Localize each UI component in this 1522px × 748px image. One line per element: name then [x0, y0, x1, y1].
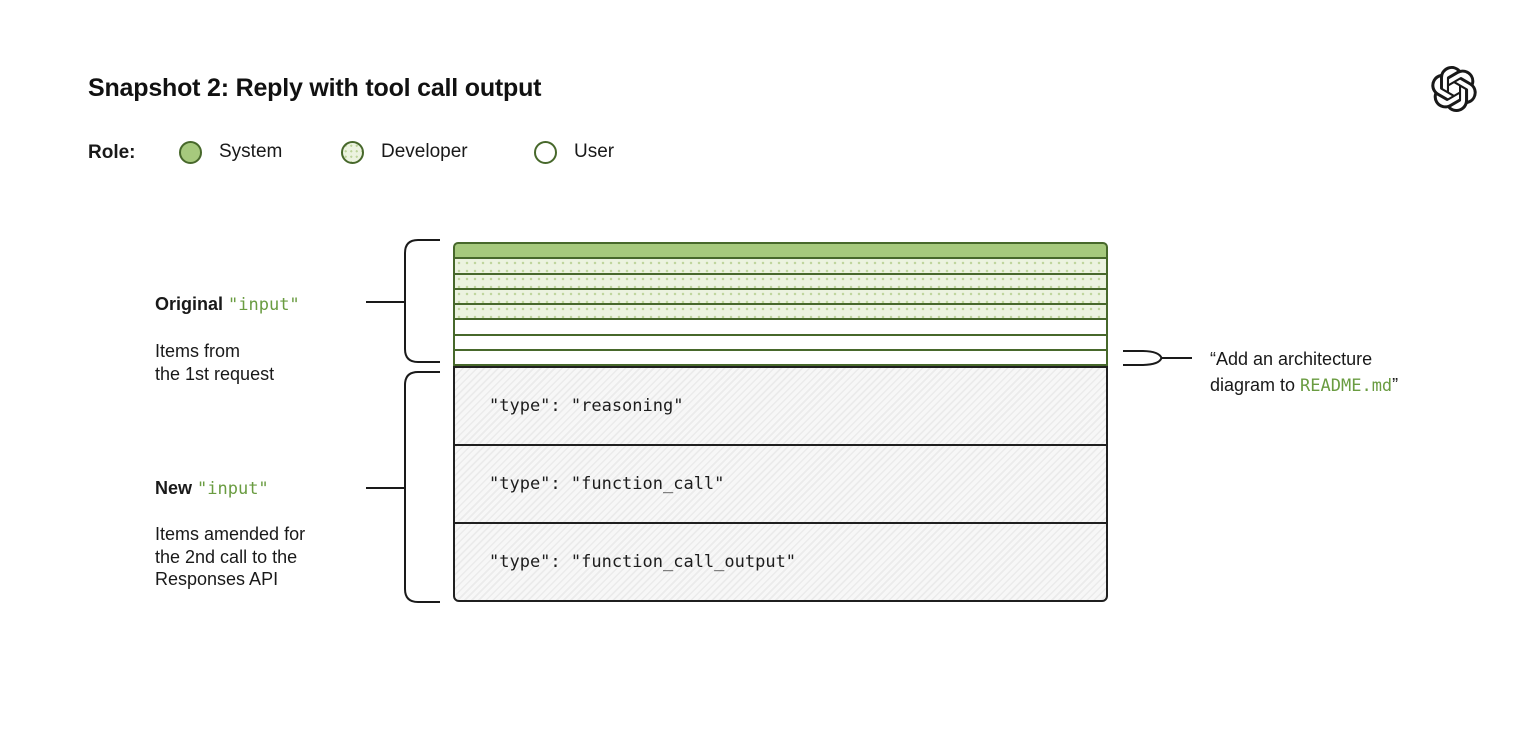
user-message-line1: “Add an architecture: [1210, 349, 1373, 369]
stack-bars: [453, 242, 1108, 366]
message-stack: "type": "reasoning" "type": "function_cal…: [453, 242, 1108, 602]
legend-item-label: User: [574, 141, 615, 162]
item-type-text: "type": "function_call": [489, 474, 725, 494]
stack-items: "type": "reasoning" "type": "function_cal…: [453, 366, 1108, 602]
legend-label: Role:: [88, 142, 136, 163]
legend-item-developer: Developer: [341, 139, 468, 165]
system-role-swatch-icon: [179, 140, 202, 164]
new-input-label: New "input": [155, 478, 269, 499]
page-title: Snapshot 2: Reply with tool call output: [88, 74, 542, 102]
new-input-bracket: [404, 371, 440, 603]
item-box-reasoning: "type": "reasoning": [453, 366, 1108, 446]
user-message-close-quote: ”: [1392, 374, 1399, 395]
user-message-line2-prefix: diagram to: [1210, 374, 1301, 395]
item-type-text: "type": "function_call_output": [489, 552, 797, 572]
item-type-text: "type": "reasoning": [489, 396, 684, 416]
stack-bar-user: [453, 348, 1108, 366]
original-input-label-bold: Original: [155, 294, 229, 314]
original-input-description: Items from the 1st request: [155, 341, 275, 384]
user-message-filename: README.md: [1300, 375, 1393, 396]
user-message-line2: diagram to README.md”: [1210, 373, 1398, 400]
item-box-function_call_output: "type": "function_call_output": [453, 522, 1108, 602]
legend-item-user: User: [534, 139, 614, 165]
original-input-bracket: [404, 239, 440, 363]
original-input-label: Original "input": [155, 294, 300, 315]
user-message-brace: [1123, 350, 1163, 366]
item-box-function_call: "type": "function_call": [453, 444, 1108, 524]
new-input-label-bold: New: [155, 478, 198, 498]
developer-role-swatch-icon: [341, 140, 364, 164]
user-message-quote: “Add an architecture diagram to README.m…: [1210, 347, 1398, 399]
legend-item-label: System: [219, 141, 283, 162]
user-role-swatch-icon: [534, 140, 557, 164]
stack-bar-developer: [453, 303, 1108, 321]
legend-item-system: System: [179, 139, 282, 165]
new-input-description: Items amended for the 2nd call to the Re…: [155, 524, 306, 589]
legend-item-label: Developer: [381, 141, 468, 162]
openai-logo-icon: [1431, 66, 1477, 112]
stack-bar-developer: [453, 287, 1108, 305]
stack-bar-developer: [453, 272, 1108, 290]
new-input-code: "input": [197, 479, 269, 499]
original-input-code: "input": [228, 295, 300, 315]
